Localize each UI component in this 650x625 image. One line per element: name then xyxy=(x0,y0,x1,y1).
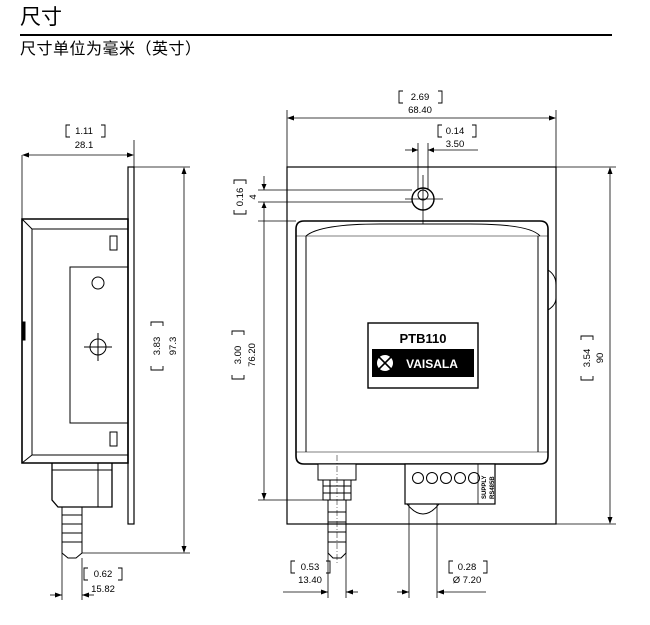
dim-side-nozzle-in: 0.62 xyxy=(94,569,113,580)
dim-front-nozzle-in: 0.53 xyxy=(301,562,320,573)
supply-label: SUPPLY xyxy=(482,476,488,499)
page-title: 尺寸 xyxy=(20,5,62,29)
page-subtitle: 尺寸单位为毫米（英寸） xyxy=(20,39,202,58)
dim-front-nozzle-mm: 13.40 xyxy=(298,575,322,586)
dimension-labels: 2.69 68.40 0.14 3.50 1.11 28.1 0.16 4 3.… xyxy=(75,92,606,595)
dim-plate-height-in: 3.54 xyxy=(582,349,593,368)
dim-connector-mm: Ø 7.20 xyxy=(453,575,482,586)
dim-body-height-in: 3.00 xyxy=(233,346,244,365)
dim-hole-mm: 3.50 xyxy=(446,139,465,150)
front-view xyxy=(258,110,616,598)
dim-depth-in: 1.11 xyxy=(75,126,93,137)
dim-plate-height-mm: 90 xyxy=(595,353,606,364)
dim-hole-offset-mm: 4 xyxy=(248,194,259,199)
dim-hole-in: 0.14 xyxy=(446,126,465,137)
dim-side-nozzle-mm: 15.82 xyxy=(91,584,115,595)
rs485-label: RS485B xyxy=(490,476,496,499)
brand-logo: VAISALA xyxy=(406,357,458,371)
dim-total-height-in: 3.83 xyxy=(152,337,163,356)
dim-depth-mm: 28.1 xyxy=(75,140,94,151)
side-view xyxy=(21,140,190,600)
inch-brackets xyxy=(65,90,594,581)
model-label: PTB110 xyxy=(400,331,447,346)
dim-hole-offset-in: 0.16 xyxy=(235,188,246,207)
title-rule xyxy=(20,34,612,36)
dim-body-height-mm: 76.20 xyxy=(247,343,258,367)
dim-width-mm: 68.40 xyxy=(408,105,432,116)
header: 尺寸 尺寸单位为毫米（英寸） xyxy=(20,4,612,60)
dim-total-height-mm: 97.3 xyxy=(168,337,179,356)
dim-width-in: 2.69 xyxy=(411,92,430,103)
dim-connector-in: 0.28 xyxy=(458,562,477,573)
